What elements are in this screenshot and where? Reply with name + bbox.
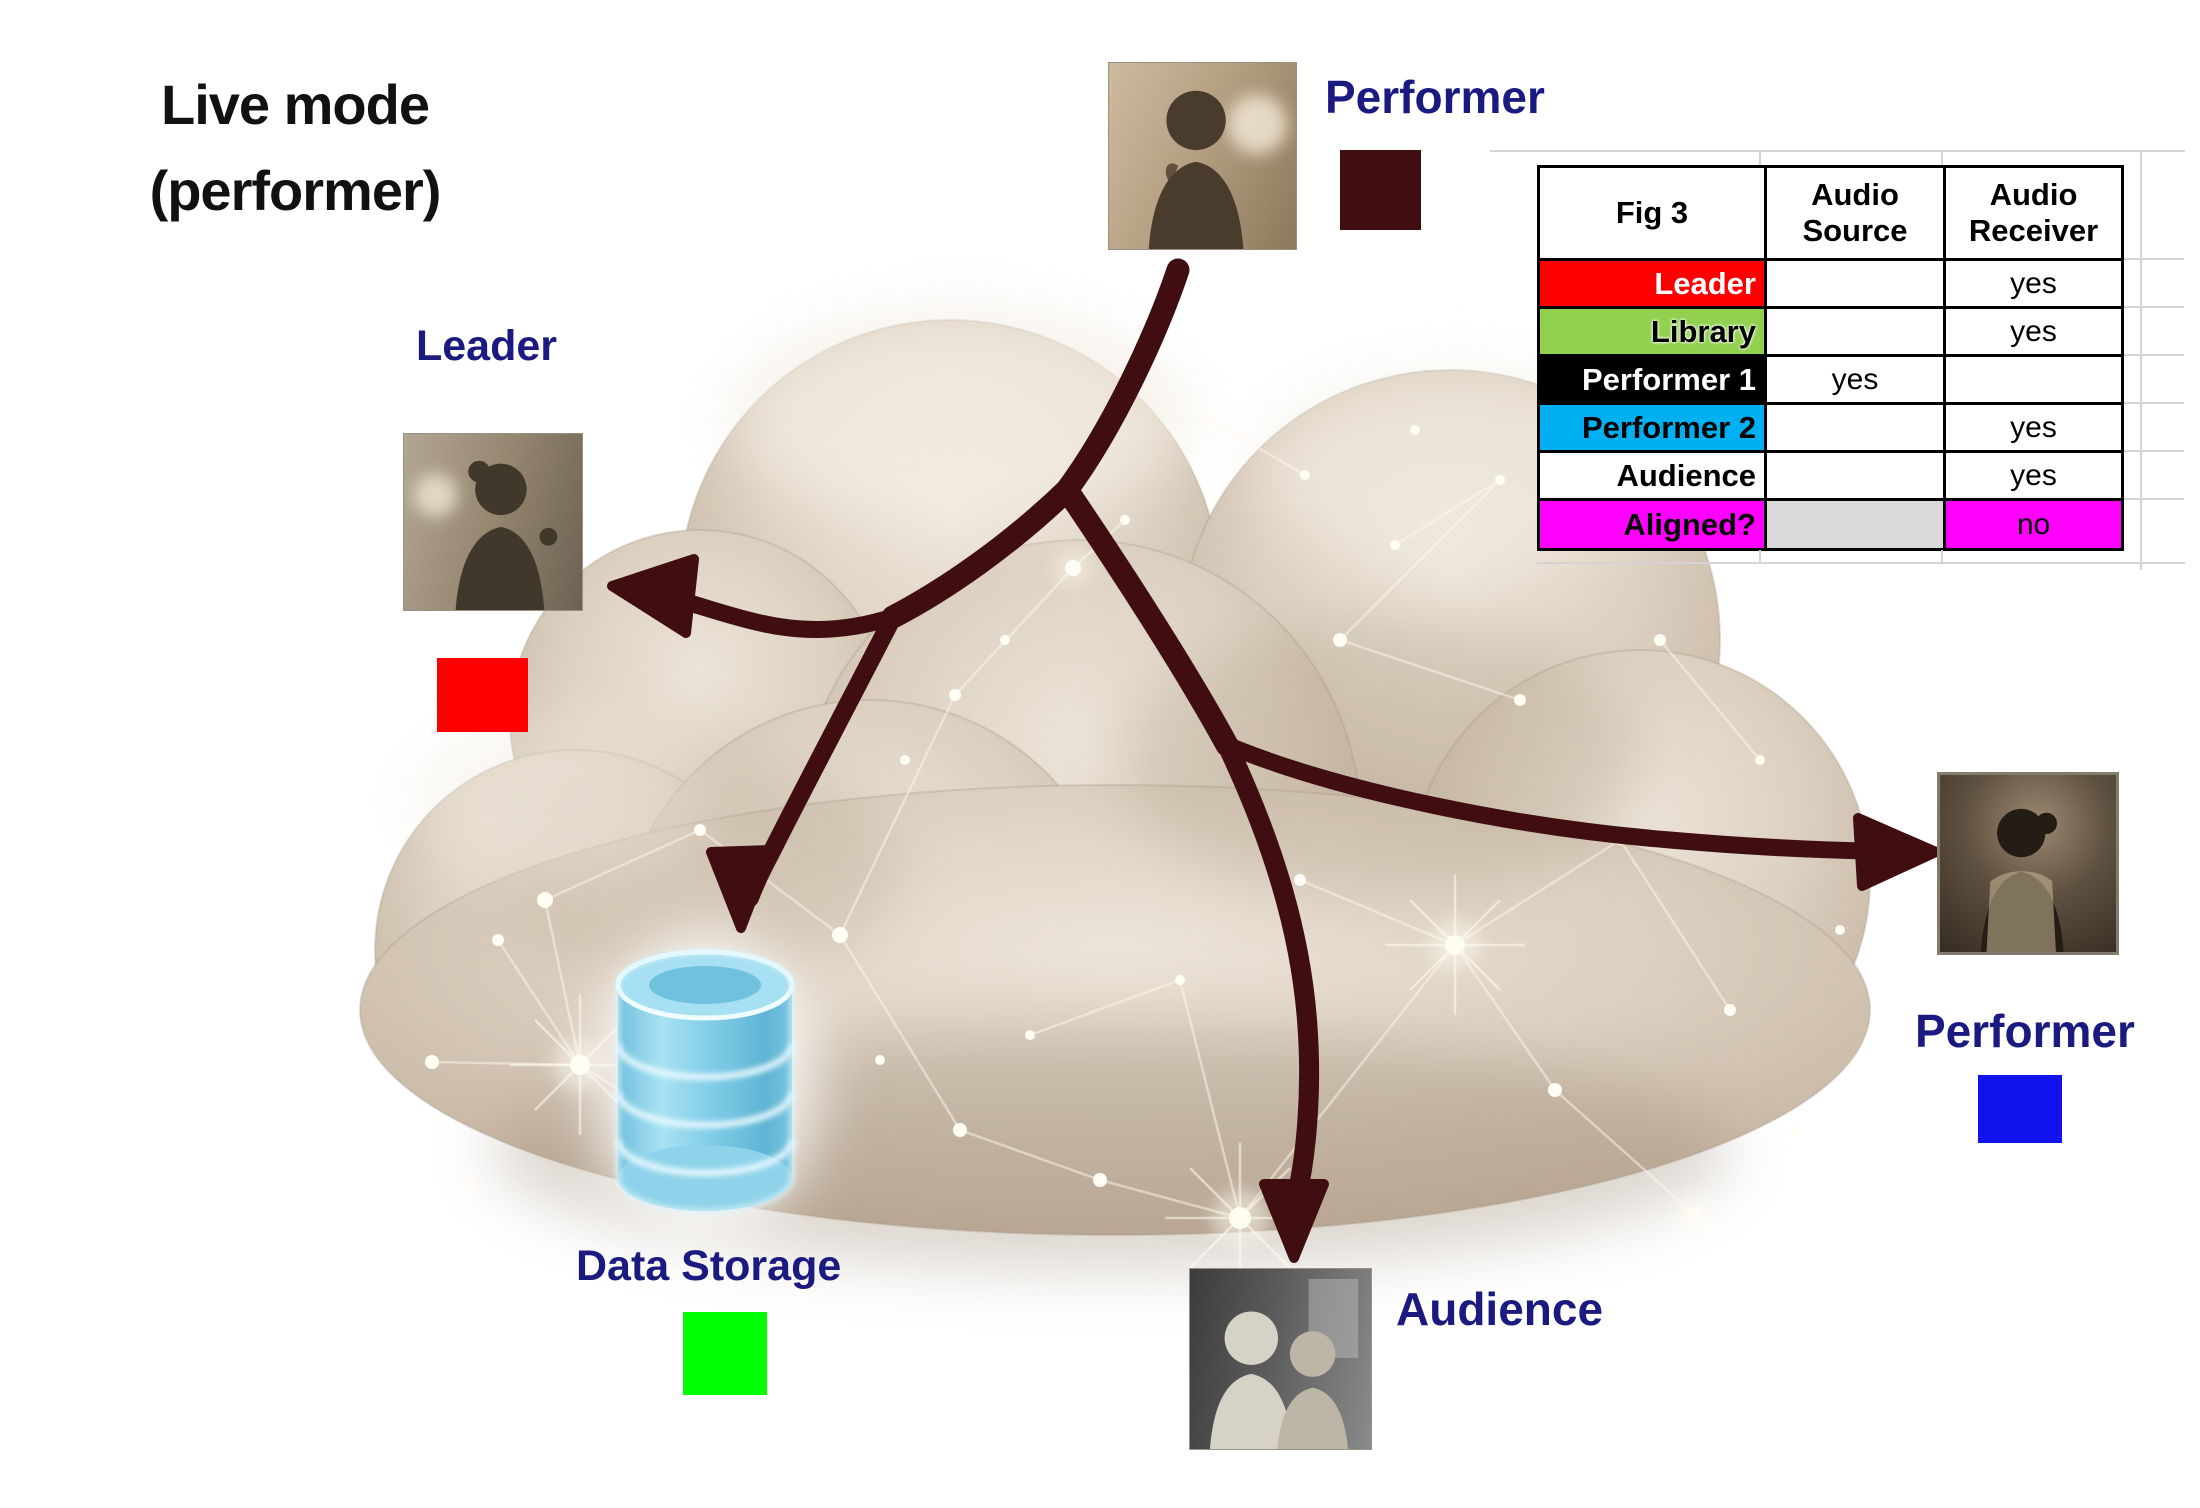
performer-right-color-chip — [1978, 1075, 2062, 1143]
col-audio-source-header: Audio Source — [1764, 165, 1946, 261]
leader-receiver-cell: yes — [1943, 258, 2124, 309]
library-source-cell — [1764, 306, 1946, 357]
performer-right-label: Performer — [1915, 1005, 2135, 1057]
table-row: Leader yes — [1537, 258, 2124, 309]
performer1-source-cell: yes — [1764, 354, 1946, 405]
performer-right-photo — [1937, 772, 2119, 955]
gridline — [1759, 550, 1761, 562]
audience-receiver-cell: yes — [1943, 450, 2124, 501]
elderly-couple-silhouette — [1209, 1278, 1359, 1449]
row-label-performer-2: Performer 2 — [1537, 402, 1767, 453]
gridline — [2124, 498, 2184, 500]
row-label-leader: Leader — [1537, 258, 1767, 309]
performer2-receiver-cell: yes — [1943, 402, 2124, 453]
audience-photo — [1189, 1268, 1372, 1450]
gridline — [1941, 550, 1943, 562]
gridline — [2140, 150, 2142, 570]
performer-top-label: Performer — [1325, 71, 1545, 123]
gridline — [2124, 402, 2184, 404]
performer-top-photo — [1108, 62, 1297, 250]
gridline — [1941, 150, 1943, 165]
gridline — [1537, 562, 2185, 564]
table-row: Audience yes — [1537, 450, 2124, 501]
performer2-source-cell — [1764, 402, 1946, 453]
row-label-library: Library — [1537, 306, 1767, 357]
page-title-line1: Live mode — [161, 73, 430, 136]
library-receiver-cell: yes — [1943, 306, 2124, 357]
row-label-performer-1: Performer 1 — [1537, 354, 1767, 405]
arrow-to-performer-right — [1218, 736, 1877, 860]
audience-source-cell — [1764, 450, 1946, 501]
arrowhead-audience — [1259, 1179, 1329, 1263]
network-bright-stars — [510, 548, 1715, 1293]
gridline — [1759, 150, 1761, 165]
gridline — [1490, 150, 2185, 152]
woman-singer-silhouette — [1980, 808, 2064, 952]
audience-label: Audience — [1396, 1283, 1604, 1335]
gridline — [2124, 450, 2184, 452]
leader-source-cell — [1764, 258, 1946, 309]
audio-routing-table: Fig 3 Audio Source Audio Receiver Leader… — [1537, 165, 2124, 551]
aligned-source-cell — [1764, 498, 1946, 551]
leader-photo — [403, 433, 583, 611]
page-title-line2: (performer) — [149, 159, 442, 222]
table-title-cell: Fig 3 — [1537, 165, 1767, 261]
leader-color-chip — [437, 658, 528, 732]
database-cylinder-icon — [593, 932, 817, 1232]
aligned-receiver-cell: no — [1943, 498, 2124, 551]
table-row: Aligned? no — [1537, 498, 2124, 551]
data-storage-label: Data Storage — [576, 1242, 842, 1290]
table-header-row: Fig 3 Audio Source Audio Receiver — [1537, 165, 2124, 261]
performer-top-color-chip — [1340, 150, 1421, 230]
arrowhead-performer-right — [1853, 813, 1941, 891]
gridline — [2124, 354, 2184, 356]
gridline — [2124, 306, 2184, 308]
table-row: Performer 1 yes — [1537, 354, 2124, 405]
arrowhead-storage — [706, 845, 776, 933]
arrowhead-leader — [607, 554, 699, 638]
page-title: Live mode (performer) — [70, 62, 520, 234]
boy-singer-silhouette — [1148, 90, 1288, 249]
data-storage-color-chip — [683, 1312, 767, 1395]
arrow-heads — [607, 554, 1941, 1263]
col-audio-receiver-header: Audio Receiver — [1943, 165, 2124, 261]
conductor-silhouette — [413, 460, 558, 610]
network-links — [431, 418, 1761, 1220]
table-row: Performer 2 yes — [1537, 402, 2124, 453]
table-row: Library yes — [1537, 306, 2124, 357]
row-label-audience: Audience — [1537, 450, 1767, 501]
arrow-to-audience — [1217, 735, 1320, 1206]
gridline — [2124, 258, 2184, 260]
leader-label: Leader — [416, 322, 558, 370]
performer1-receiver-cell — [1943, 354, 2124, 405]
row-label-aligned: Aligned? — [1537, 498, 1767, 551]
arrow-trunk-lower — [1055, 478, 1239, 757]
